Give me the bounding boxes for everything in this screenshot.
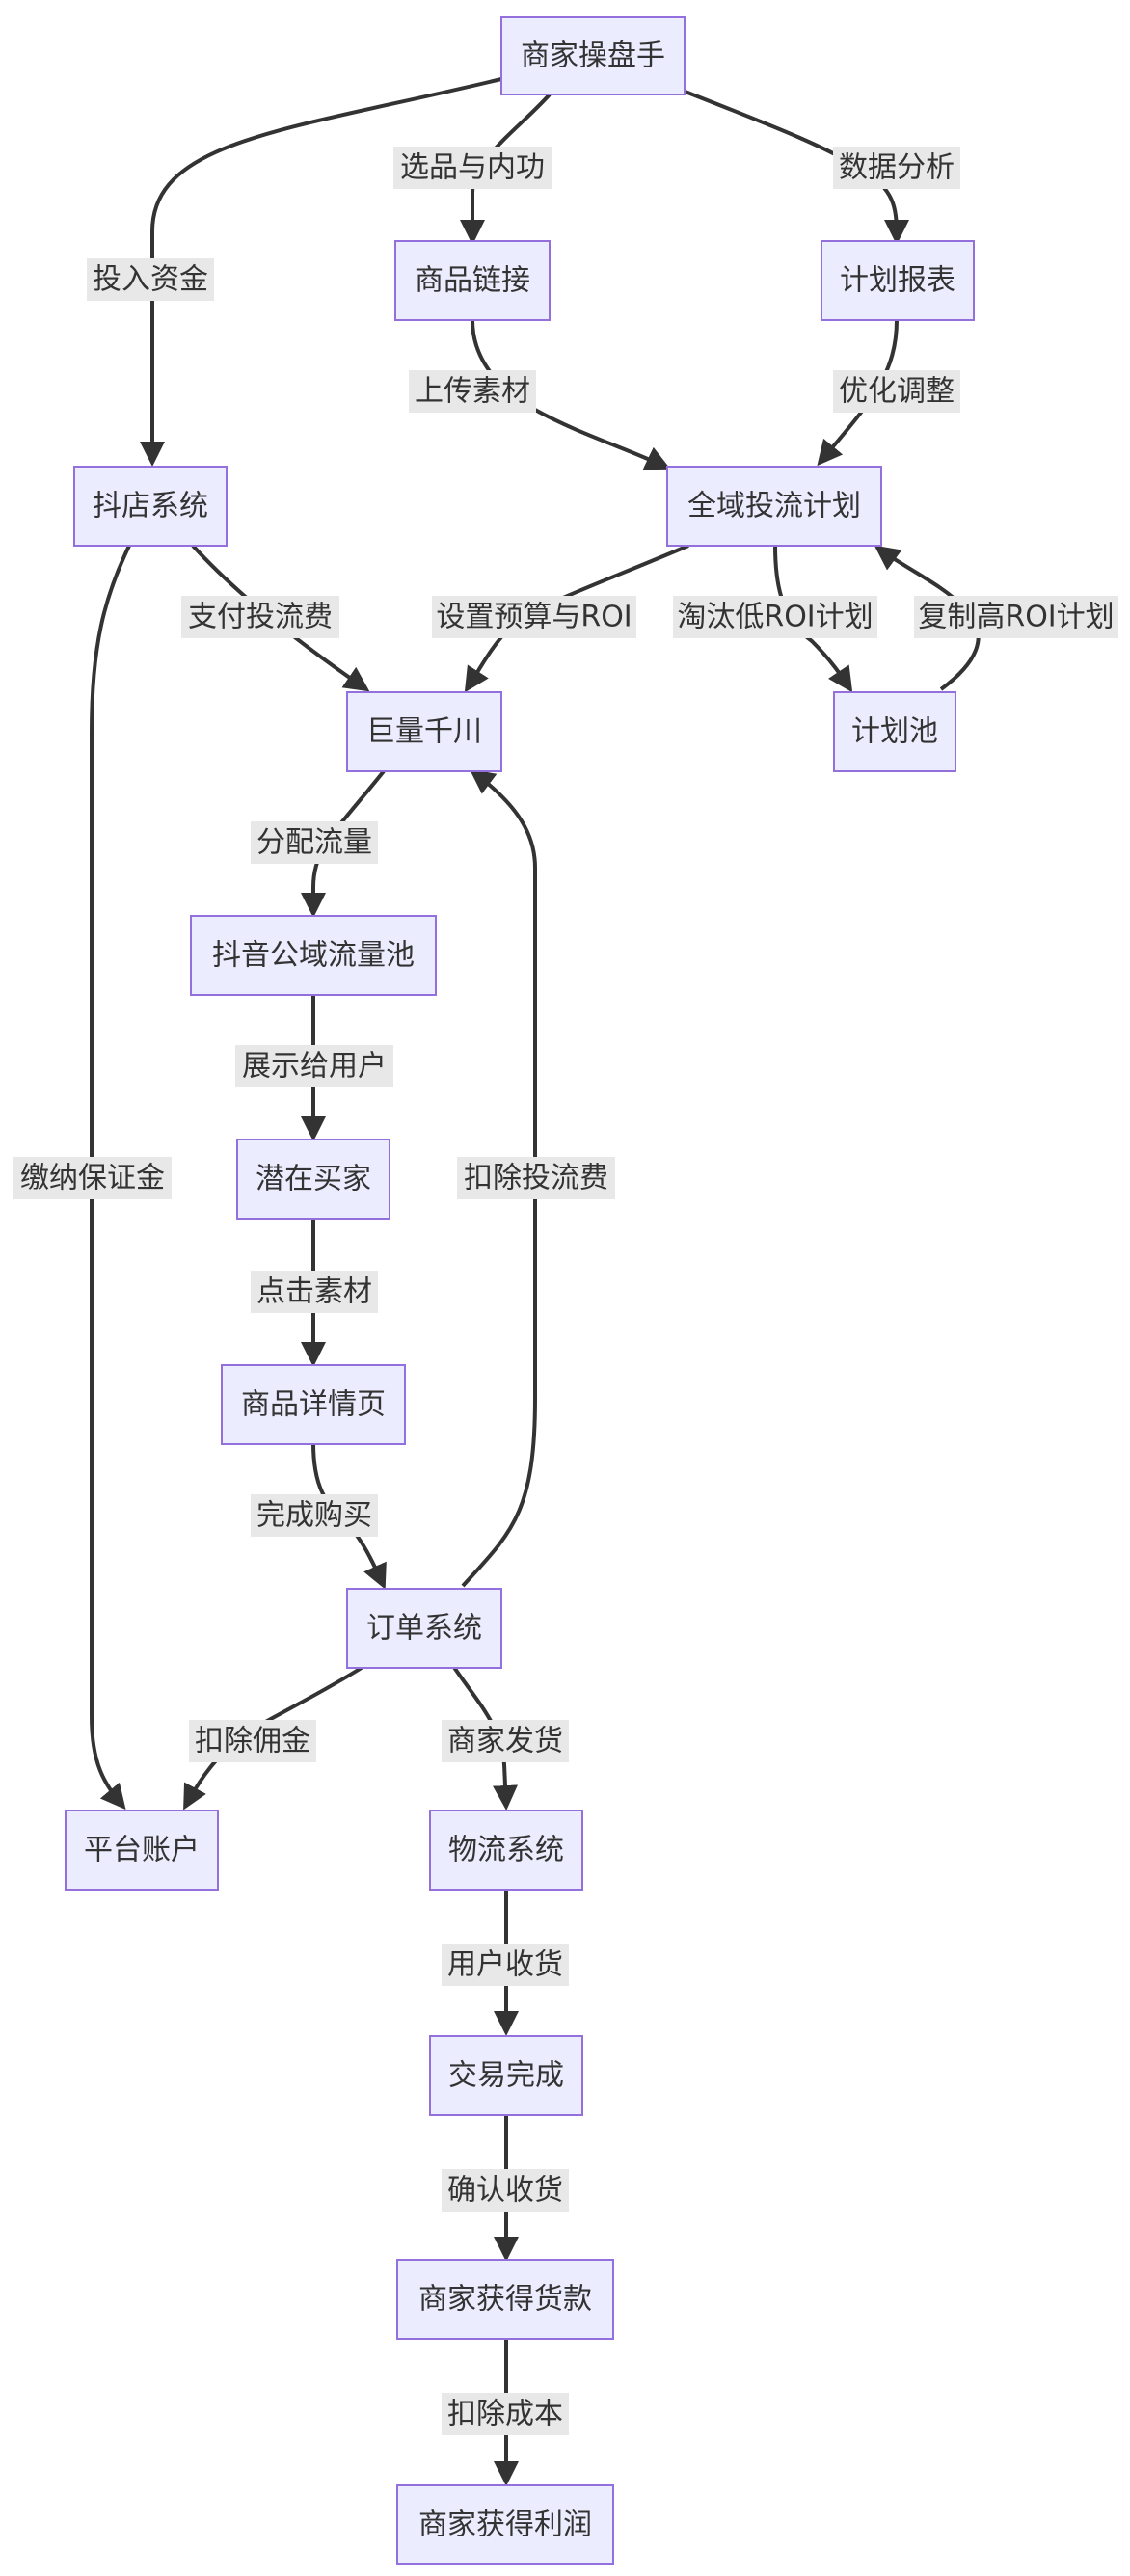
svg-text:扣除投流费: 扣除投流费	[464, 1162, 608, 1195]
svg-text:完成购买: 完成购买	[256, 1499, 372, 1533]
svg-text:用户收货: 用户收货	[447, 1948, 563, 1982]
edge-label-deduct-fee: 扣除投流费	[457, 1157, 615, 1199]
node-profit[interactable]: 商家获得利润	[396, 2484, 614, 2565]
svg-text:上传素材: 上传素材	[415, 375, 530, 409]
svg-text:淘汰低ROI计划: 淘汰低ROI计划	[677, 601, 873, 634]
edge-label-data-analysis: 数据分析	[833, 147, 960, 189]
svg-text:抖音公域流量池: 抖音公域流量池	[212, 939, 415, 973]
node-plan-pool[interactable]: 计划池	[833, 691, 956, 772]
svg-text:计划池: 计划池	[851, 715, 938, 749]
edge-label-set-budget: 设置预算与ROI	[432, 596, 636, 638]
edge-label-complete-purchase: 完成购买	[251, 1494, 378, 1537]
svg-text:扣除成本: 扣除成本	[447, 2398, 563, 2431]
node-platform-account[interactable]: 平台账户	[65, 1810, 219, 1891]
svg-text:商品详情页: 商品详情页	[241, 1388, 386, 1422]
svg-text:商家发货: 商家发货	[447, 1725, 563, 1758]
svg-text:确认收货: 确认收货	[447, 2174, 563, 2208]
svg-text:物流系统: 物流系统	[448, 1834, 564, 1867]
node-public-pool[interactable]: 抖音公域流量池	[190, 915, 437, 996]
svg-text:商家获得货款: 商家获得货款	[418, 2283, 592, 2317]
node-payment-received[interactable]: 商家获得货款	[396, 2259, 614, 2340]
edge-label-click-material: 点击素材	[251, 1271, 378, 1313]
edge-label-deduct-cost: 扣除成本	[442, 2393, 569, 2435]
svg-text:支付投流费: 支付投流费	[188, 601, 333, 634]
edge-label-distribute-traffic: 分配流量	[251, 821, 378, 864]
node-qianchuan[interactable]: 巨量千川	[346, 691, 502, 772]
edge-order-system-to-qianchuan	[461, 768, 537, 1588]
node-operator[interactable]: 商家操盘手	[500, 16, 686, 95]
svg-text:平台账户: 平台账户	[84, 1834, 200, 1867]
edge-operator-to-douyin-shop	[140, 77, 502, 467]
svg-text:选品与内功: 选品与内功	[400, 151, 545, 185]
edge-label-eliminate-low: 淘汰低ROI计划	[673, 596, 877, 638]
edge-global-plan-to-plan-pool	[773, 545, 853, 693]
edge-label-optimize: 优化调整	[833, 370, 960, 413]
edge-label-user-receive: 用户收货	[442, 1944, 569, 1986]
svg-text:设置预算与ROI: 设置预算与ROI	[436, 601, 632, 634]
edge-douyin-shop-to-platform-account	[90, 545, 131, 1811]
svg-text:抖店系统: 抖店系统	[93, 490, 208, 523]
node-douyin-shop[interactable]: 抖店系统	[73, 466, 228, 547]
node-plan-report[interactable]: 计划报表	[821, 240, 975, 321]
svg-text:复制高ROI计划: 复制高ROI计划	[918, 601, 1114, 634]
svg-text:投入资金: 投入资金	[93, 263, 208, 297]
edge-label-upload-material: 上传素材	[409, 370, 536, 413]
node-potential-buyer[interactable]: 潜在买家	[236, 1139, 390, 1220]
svg-text:交易完成: 交易完成	[448, 2059, 564, 2093]
svg-text:潜在买家: 潜在买家	[256, 1163, 371, 1196]
svg-text:缴纳保证金: 缴纳保证金	[20, 1162, 165, 1195]
svg-text:优化调整: 优化调整	[839, 375, 955, 409]
node-logistics[interactable]: 物流系统	[429, 1810, 583, 1891]
node-trade-done[interactable]: 交易完成	[429, 2035, 583, 2116]
svg-text:商家获得利润: 商家获得利润	[418, 2509, 592, 2542]
node-product-detail[interactable]: 商品详情页	[221, 1364, 406, 1445]
svg-text:数据分析: 数据分析	[839, 151, 955, 185]
edge-label-merchant-ship: 商家发货	[442, 1720, 569, 1762]
edge-label-pay-fee: 支付投流费	[181, 596, 339, 638]
svg-text:全域投流计划: 全域投流计划	[687, 490, 861, 523]
edge-label-copy-high: 复制高ROI计划	[914, 596, 1118, 638]
edge-label-deposit: 缴纳保证金	[13, 1157, 172, 1199]
edge-label-confirm-receipt: 确认收货	[442, 2169, 569, 2212]
node-product-link[interactable]: 商品链接	[394, 240, 551, 321]
svg-text:商品链接: 商品链接	[415, 264, 530, 298]
svg-text:点击素材: 点击素材	[256, 1275, 372, 1309]
edge-label-show-to-users: 展示给用户	[235, 1045, 393, 1087]
node-global-plan[interactable]: 全域投流计划	[666, 466, 882, 547]
edge-label-invest-funds: 投入资金	[87, 258, 214, 301]
edge-label-select-products: 选品与内功	[393, 147, 552, 189]
node-order-system[interactable]: 订单系统	[346, 1588, 502, 1669]
svg-text:订单系统: 订单系统	[366, 1612, 482, 1646]
svg-text:扣除佣金: 扣除佣金	[195, 1725, 310, 1758]
svg-text:分配流量: 分配流量	[256, 826, 372, 860]
svg-text:展示给用户: 展示给用户	[242, 1050, 387, 1084]
edge-label-deduct-commission: 扣除佣金	[189, 1720, 316, 1762]
svg-text:计划报表: 计划报表	[840, 264, 955, 298]
svg-text:商家操盘手: 商家操盘手	[521, 40, 665, 73]
svg-text:巨量千川: 巨量千川	[366, 715, 482, 749]
